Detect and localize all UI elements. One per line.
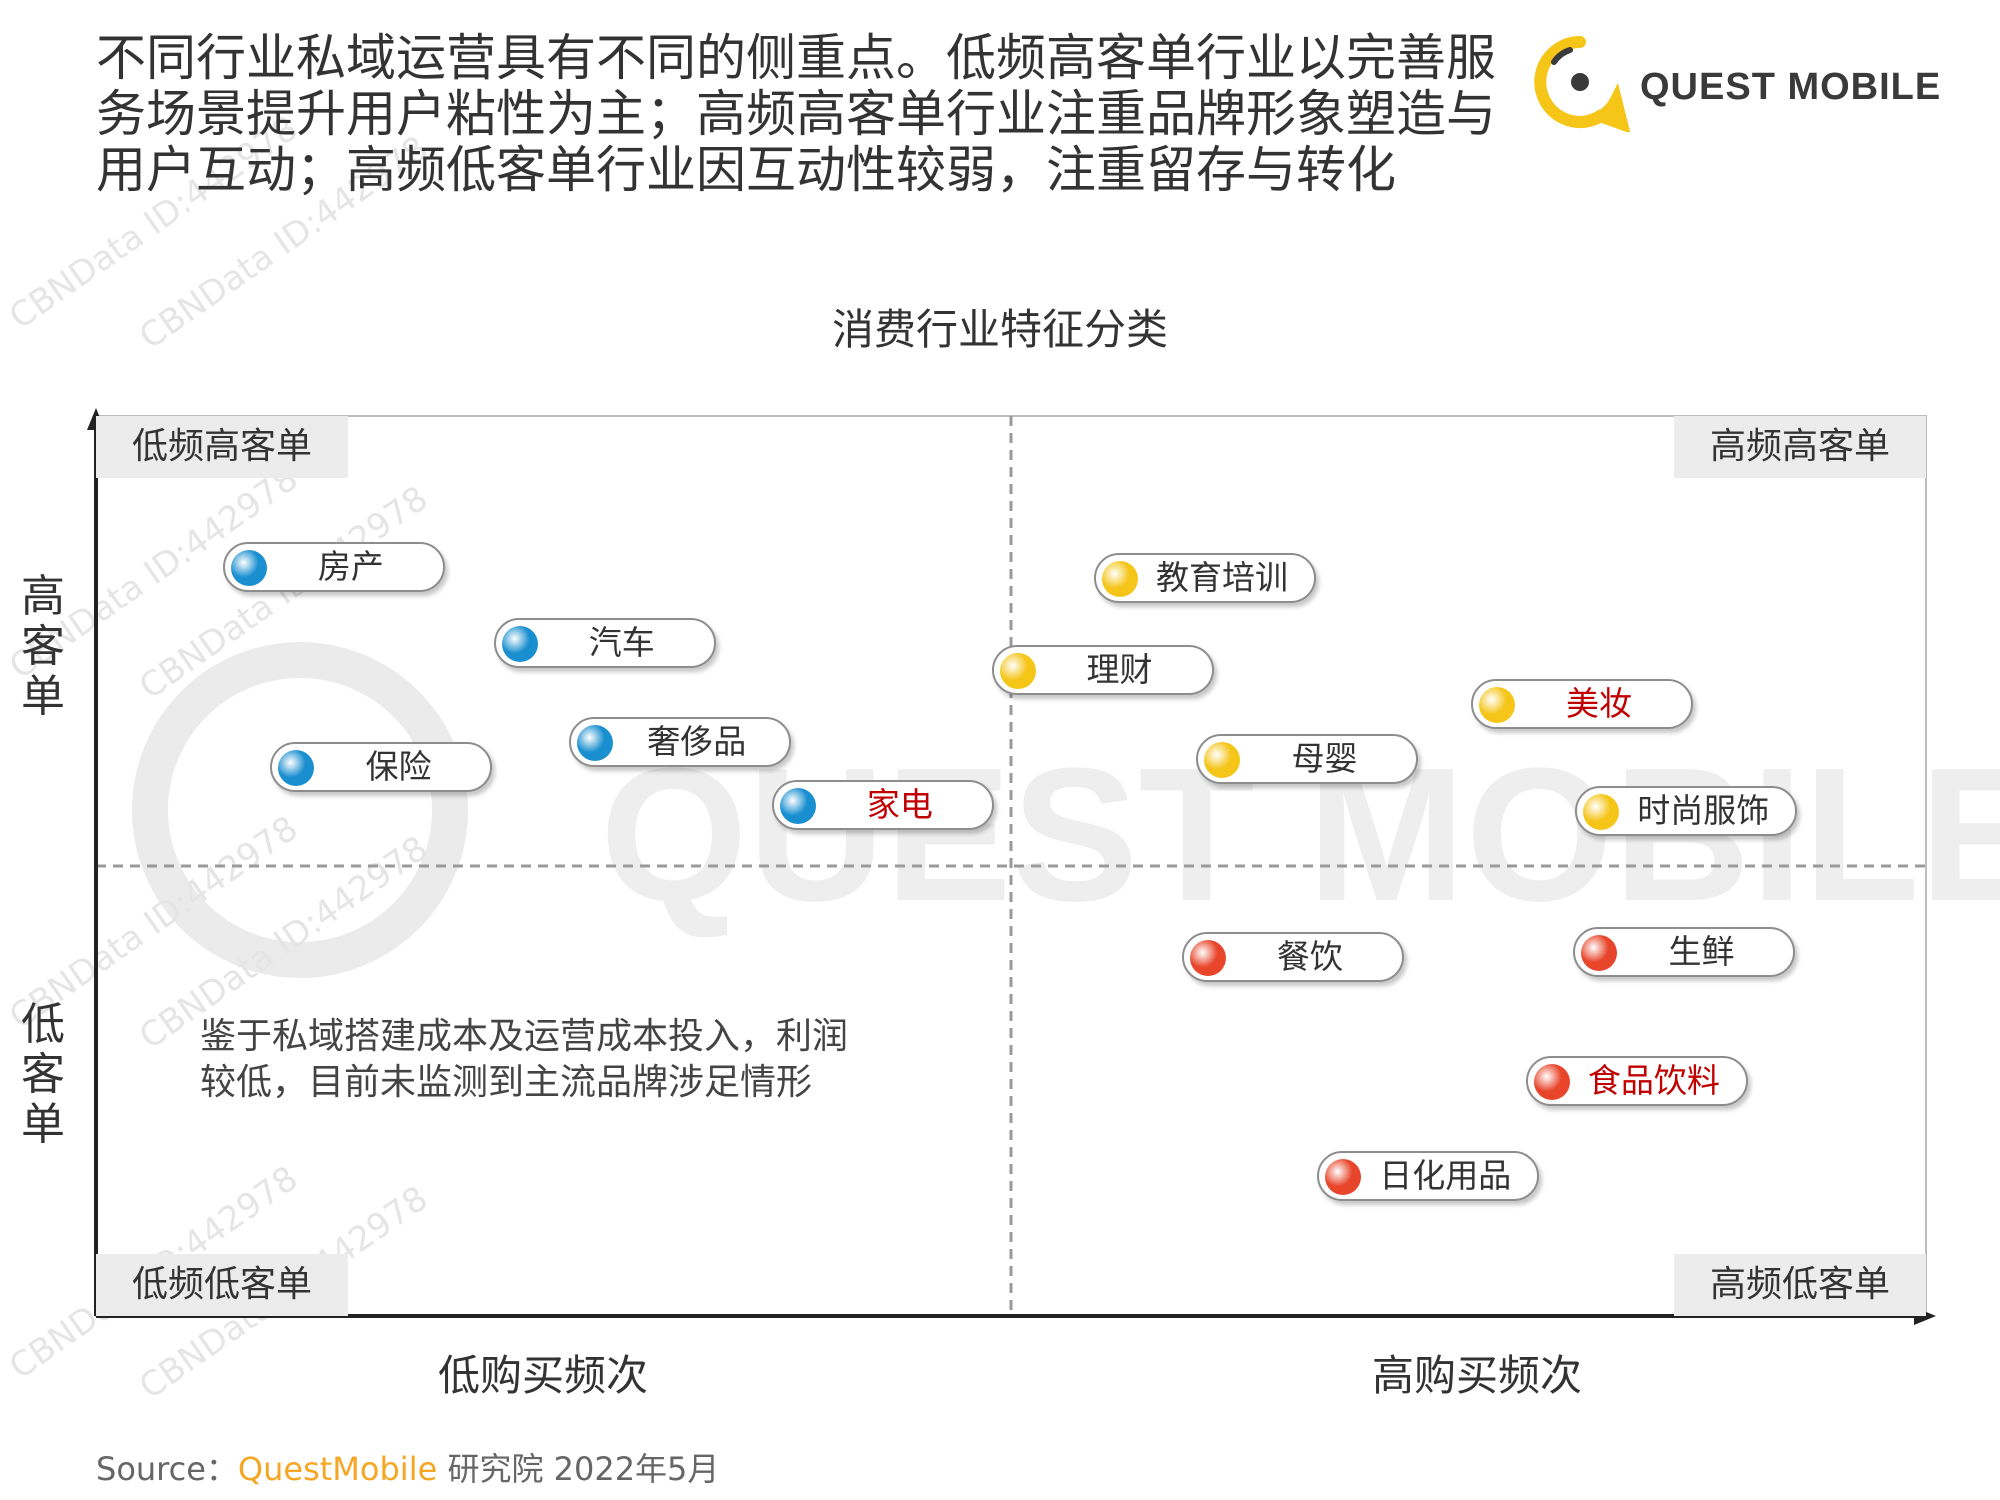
y-axis-label-high: 高客单 bbox=[21, 571, 65, 722]
y-axis-label-low: 低客单 bbox=[21, 999, 65, 1150]
note-line: 较低，目前未监测到主流品牌涉足情形 bbox=[200, 1062, 813, 1103]
logo-text: QUEST MOBILE bbox=[1640, 66, 1942, 108]
data-point-dot-icon bbox=[999, 652, 1036, 689]
logo-mark-icon bbox=[1534, 36, 1630, 132]
plot-frame bbox=[87, 408, 1936, 1325]
note-line: 鉴于私域搭建成本及运营成本投入，利润 bbox=[200, 1016, 849, 1057]
data-point-label: 时尚服饰 bbox=[1637, 791, 1770, 831]
quadrant-note: 鉴于私域搭建成本及运营成本投入，利润 较低，目前未监测到主流品牌涉足情形 bbox=[200, 1014, 960, 1106]
data-point-label: 教育培训 bbox=[1155, 558, 1288, 597]
data-point-label: 食品饮料 bbox=[1587, 1061, 1720, 1101]
data-point-dot-icon bbox=[1204, 741, 1241, 778]
page-headline: 不同行业私域运营具有不同的侧重点。低频高客单行业以完善服 务场景提升用户粘性为主… bbox=[96, 30, 1536, 198]
data-point-dot-icon bbox=[501, 625, 538, 662]
headline-line: 务场景提升用户粘性为主；高频高客单行业注重品牌形象塑造与 bbox=[96, 85, 1496, 143]
data-point-pill: 汽车 bbox=[493, 617, 716, 668]
data-point-label: 母婴 bbox=[1291, 738, 1358, 778]
source-suffix: 研究院 2022年5月 bbox=[437, 1450, 720, 1488]
source-credit: Source：QuestMobile 研究院 2022年5月 bbox=[96, 1444, 719, 1490]
data-point-pill: 美妆 bbox=[1470, 679, 1693, 729]
data-point-label: 保险 bbox=[365, 747, 432, 786]
data-point-dot-icon bbox=[576, 724, 613, 761]
data-point-pill: 理财 bbox=[991, 644, 1214, 695]
data-point-pill: 保险 bbox=[270, 742, 493, 792]
chart-title: 消费行业特征分类 bbox=[831, 305, 1168, 354]
data-point-label: 生鲜 bbox=[1668, 932, 1735, 972]
data-point-pill: 生鲜 bbox=[1573, 927, 1796, 978]
data-point-label: 房产 bbox=[317, 547, 384, 587]
quadrant-label-bottom-left: 低频低客单 bbox=[96, 1254, 349, 1316]
data-point-pill: 食品饮料 bbox=[1525, 1056, 1748, 1107]
data-point-dot-icon bbox=[1101, 561, 1138, 597]
data-point-dot-icon bbox=[779, 787, 816, 824]
data-point-dot-icon bbox=[1533, 1064, 1570, 1101]
data-point-label: 美妆 bbox=[1565, 684, 1632, 723]
data-point-label: 奢侈品 bbox=[647, 721, 747, 761]
data-point-dot-icon bbox=[278, 750, 315, 786]
quadrant-label-top-right: 高频高客单 bbox=[1673, 416, 1926, 478]
quadrant-label-bottom-right: 高频低客单 bbox=[1673, 1254, 1926, 1316]
data-point-label: 日化用品 bbox=[1379, 1155, 1512, 1195]
quadrant-label-top-left: 低频高客单 bbox=[96, 416, 349, 478]
data-point-pill: 母婴 bbox=[1196, 733, 1419, 784]
data-point-pill: 教育培训 bbox=[1093, 553, 1316, 603]
headline-line: 用户互动；高频低客单行业因互动性较弱，注重留存与转化 bbox=[96, 141, 1396, 199]
data-point-pill: 家电 bbox=[771, 779, 994, 830]
data-point-dot-icon bbox=[230, 550, 267, 587]
data-point-label: 家电 bbox=[866, 784, 933, 824]
quadrant-plot: 低频高客单 高频高客单 低频低客单 高频低客单 房产汽车保险 奢侈品家电 教育培训理… bbox=[87, 408, 1936, 1325]
data-point-dot-icon bbox=[1189, 939, 1226, 976]
data-point-pill: 奢侈品 bbox=[568, 716, 791, 767]
source-prefix: Source： bbox=[96, 1450, 238, 1488]
headline-line: 不同行业私域运营具有不同的侧重点。低频高客单行业以完善服 bbox=[96, 29, 1496, 87]
data-point-pill: 时尚服饰 bbox=[1575, 786, 1798, 837]
x-axis-label-low: 低购买频次 bbox=[438, 1351, 649, 1400]
data-point-dot-icon bbox=[1581, 935, 1618, 972]
source-brand: QuestMobile bbox=[237, 1450, 438, 1488]
data-point-pill: 日化用品 bbox=[1317, 1150, 1540, 1201]
questmobile-logo: QUEST MOBILE bbox=[1530, 28, 1950, 138]
x-axis-label-high: 高购买频次 bbox=[1372, 1351, 1583, 1400]
data-point-dot-icon bbox=[1478, 687, 1515, 723]
data-point-label: 汽车 bbox=[588, 622, 655, 662]
data-point-pill: 房产 bbox=[222, 542, 445, 593]
data-point-dot-icon bbox=[1583, 794, 1620, 831]
data-point-label: 餐饮 bbox=[1276, 936, 1343, 976]
data-point-label: 理财 bbox=[1086, 649, 1153, 689]
data-point-dot-icon bbox=[1325, 1158, 1362, 1195]
data-point-pill: 餐饮 bbox=[1181, 931, 1404, 982]
